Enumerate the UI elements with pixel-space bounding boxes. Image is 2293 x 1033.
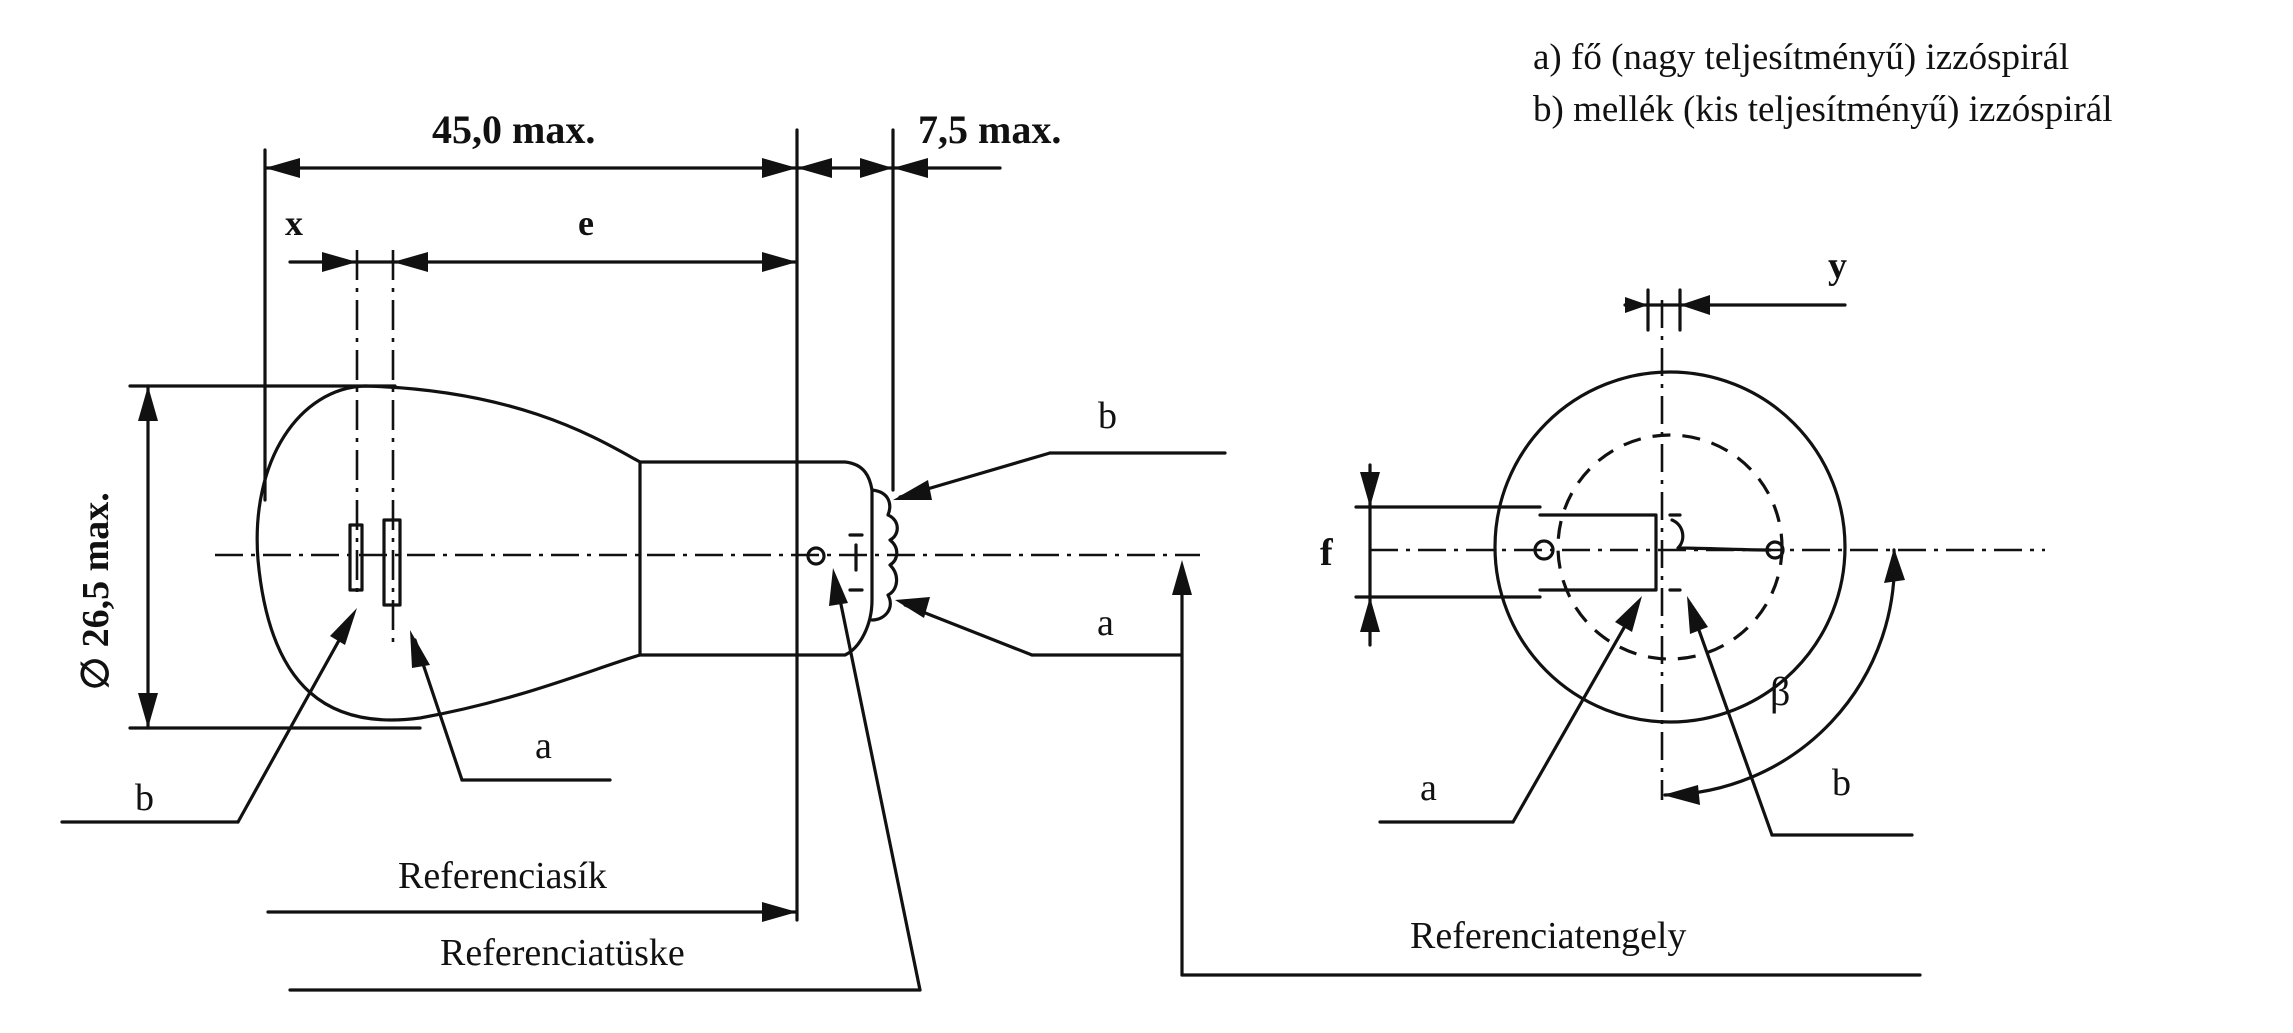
dim-e: e — [578, 203, 594, 243]
dim-y: y — [1828, 245, 1847, 287]
arrow-b-pin — [893, 480, 932, 500]
filament-a — [382, 518, 402, 607]
arrow-y-left — [1625, 297, 1648, 313]
arrow-x-right — [393, 252, 428, 272]
label-b-side-left: b — [135, 777, 154, 819]
bulb-outline — [255, 384, 642, 722]
reference-pin-leader-diag — [834, 578, 922, 992]
end-filament-b-tip — [1765, 540, 1785, 560]
angle-beta-arc — [1663, 548, 1896, 797]
dim-pin-length: 7,5 max. — [918, 107, 1061, 152]
end-leader-a-diag — [1511, 603, 1639, 824]
end-filament-a-tip — [1533, 539, 1555, 561]
arrow-diameter-bottom — [138, 693, 158, 728]
end-leader-b-diag — [1688, 603, 1774, 837]
end-filament-a-marks — [1668, 513, 1682, 592]
arrow-a-filament — [410, 630, 430, 668]
leader-b-filament-diag — [236, 615, 354, 824]
arrow-overall-right — [762, 158, 797, 178]
leader-a-diag — [903, 603, 1034, 657]
reference-pin-region — [870, 488, 899, 622]
end-arrow-b — [1687, 596, 1708, 634]
end-view: f y β a b — [1320, 245, 2045, 837]
arrow-beta-top — [1884, 548, 1905, 583]
arrow-e-right — [762, 252, 797, 272]
legend-main-filament: a) fő (nagy teljesítményű) izzóspirál — [1533, 37, 2070, 78]
label-b-end: b — [1832, 762, 1851, 804]
label-a-side-left: a — [535, 725, 552, 767]
arrow-diameter-top — [138, 386, 158, 421]
arrow-y-right — [1680, 295, 1710, 315]
legend-minor-filament: b) mellék (kis teljesítményű) izzóspirál — [1533, 89, 2113, 130]
dim-f: f — [1320, 532, 1334, 574]
dim-beta: β — [1770, 669, 1790, 714]
arrow-a-pin — [895, 597, 930, 618]
arrow-f-top — [1360, 472, 1380, 507]
side-view: 45,0 max. 7,5 max. x e ∅ 26,5 max. b a — [60, 107, 1922, 992]
arrow-pin-left — [797, 158, 832, 178]
end-view-inner-circle — [1556, 433, 1784, 661]
label-a-side-right: a — [1097, 602, 1114, 644]
end-view-outer-circle — [1493, 370, 1847, 724]
end-filament-a — [1538, 513, 1658, 592]
dim-x: x — [285, 203, 303, 243]
arrow-beta-bottom — [1663, 785, 1700, 805]
arrow-x-left — [322, 252, 357, 272]
arrow-pin-right — [860, 158, 893, 178]
dim-overall-length: 45,0 max. — [432, 107, 595, 152]
arrow-reference-axis — [1172, 560, 1192, 595]
label-reference-axis: Referenciatengely — [1410, 915, 1686, 957]
dim-diameter: ∅ 26,5 max. — [75, 492, 117, 690]
label-reference-plane: Referenciasík — [398, 855, 607, 897]
arrow-f-bottom — [1360, 597, 1380, 632]
label-b-side-right: b — [1098, 395, 1117, 437]
arrow-pin-right-outer — [893, 158, 928, 178]
arrow-overall-left — [265, 158, 300, 178]
arrow-reference-pin — [829, 568, 848, 606]
label-reference-pin: Referenciatüske — [440, 932, 685, 974]
arrow-b-filament — [330, 608, 357, 645]
arrow-reference-plane — [762, 902, 797, 922]
pin-marks — [848, 533, 864, 592]
filament-b — [348, 523, 364, 592]
legend: a) fő (nagy teljesítményű) izzóspirál b)… — [1533, 32, 2113, 136]
end-filament-b — [1670, 518, 1772, 552]
pin-circle — [806, 546, 826, 566]
label-a-end: a — [1420, 767, 1437, 809]
end-arrow-a — [1615, 596, 1642, 632]
lamp-base — [638, 460, 874, 657]
